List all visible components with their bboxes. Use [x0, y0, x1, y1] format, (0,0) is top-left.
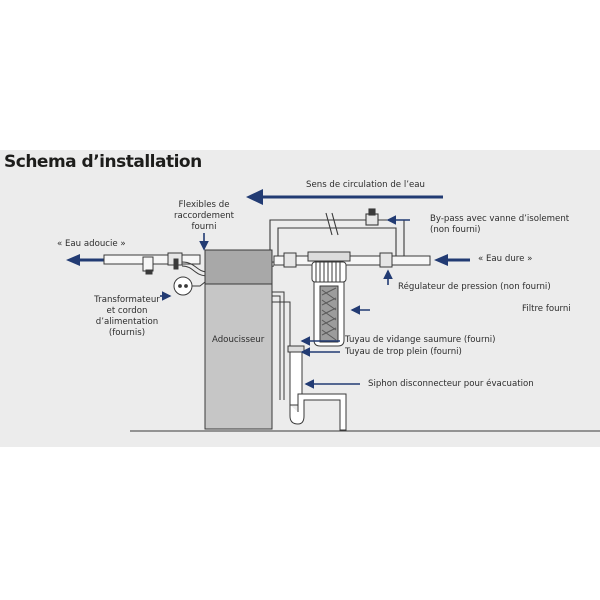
softener-label: Adoucisseur [212, 335, 265, 345]
hard-water-arrow [434, 254, 470, 266]
drain-hoses [272, 291, 291, 400]
transformer-label-line: d’alimentation [95, 317, 159, 327]
bypass-label-line: (non fourni) [430, 225, 481, 235]
hoses-label-line: raccordement [173, 211, 235, 221]
inlet-pipe [273, 252, 431, 268]
pressure-regulator-label: Régulateur de pression (non fourni) [398, 282, 551, 292]
pointer-arrows [160, 215, 410, 389]
brine-drain-label: Tuyau de vidange saumure (fourni) [345, 335, 496, 345]
page-title: Schema d’installation [4, 152, 202, 172]
overflow-label: Tuyau de trop plein (fourni) [345, 347, 462, 357]
transformer-label-line: Transformateur [94, 295, 160, 305]
filter [307, 251, 351, 347]
transformer [173, 276, 206, 296]
filter-label: Filtre fourni [522, 304, 571, 314]
transformer-label: Transformateur et cordon d’alimentation … [94, 295, 160, 339]
siphon-label: Siphon disconnecteur pour évacuation [368, 379, 534, 389]
siphon [287, 345, 347, 431]
hoses-label-line: Flexibles de [178, 200, 230, 210]
hoses-label: Flexibles de raccordement fourni [164, 200, 244, 233]
bypass-label: By-pass avec vanne d’isolement (non four… [430, 214, 569, 236]
hard-water-label: « Eau dure » [478, 254, 533, 264]
soft-water-arrow [66, 254, 104, 266]
bypass-pipe [269, 208, 405, 257]
flow-direction-arrow [246, 189, 443, 205]
bypass-label-line: By-pass avec vanne d’isolement [430, 214, 570, 224]
transformer-label-line: (fournis) [108, 328, 146, 338]
soft-water-label: « Eau adoucie » [57, 239, 126, 249]
outlet-pipe [103, 252, 201, 275]
flow-direction-label: Sens de circulation de l’eau [306, 180, 425, 190]
transformer-label-line: et cordon [106, 306, 148, 316]
softener-tank [204, 249, 273, 430]
hoses-label-line: fourni [191, 222, 217, 232]
